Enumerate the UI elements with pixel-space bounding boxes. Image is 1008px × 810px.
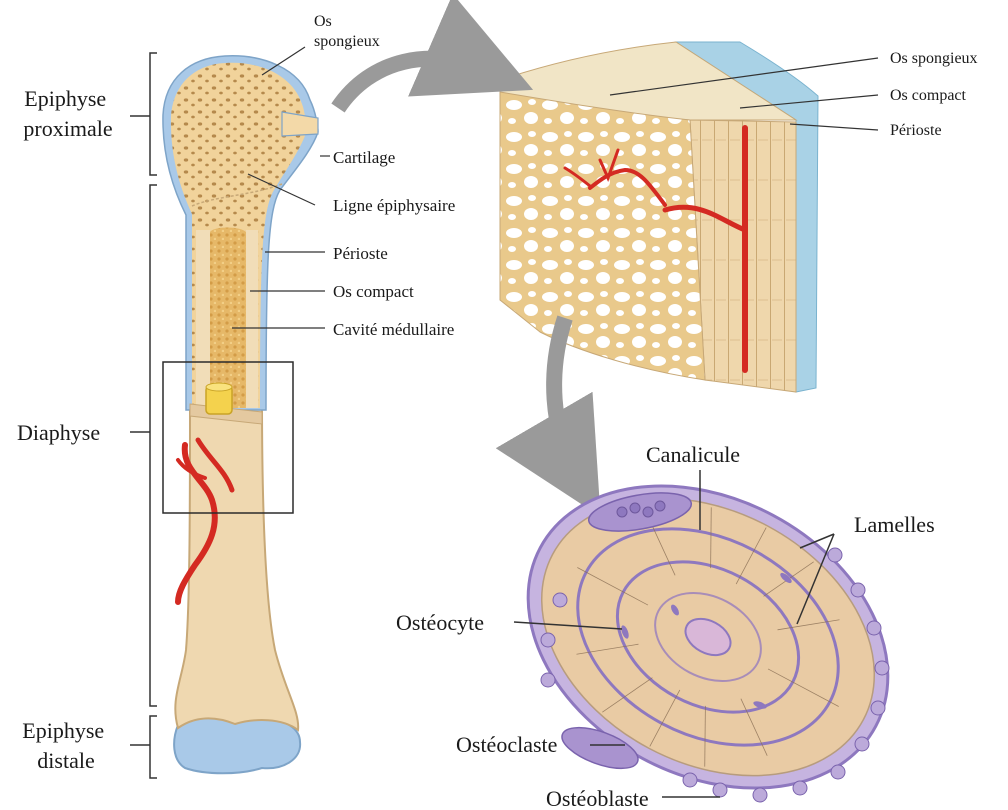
arrow-to-section [338, 59, 492, 108]
lamelles-label: Lamelles [854, 512, 935, 537]
os-spongieux-label: Os spongieux [314, 13, 380, 50]
section-perioste-label: Périoste [890, 122, 942, 139]
region-brackets [130, 53, 157, 778]
cartilage-label: Cartilage [333, 148, 395, 167]
osteocyte-label: Ostéocyte [396, 610, 484, 635]
os-compact-label: Os compact [333, 282, 414, 301]
bone-section-illustration [500, 42, 818, 392]
diaphyse-label: Diaphyse [17, 420, 100, 445]
compact-bone-wall [246, 230, 258, 408]
perioste-label: Périoste [333, 244, 388, 263]
compact-bone-wall [196, 230, 210, 408]
epiphyse-proximale-label: Epiphyse proximale [23, 86, 112, 141]
canalicule-label: Canalicule [646, 442, 740, 467]
osteoblaste-label: Ostéoblaste [546, 786, 649, 810]
section-os-spongieux-label: Os spongieux [890, 50, 978, 67]
ligne-epiphysaire-label: Ligne épiphysaire [333, 196, 455, 215]
section-spongy-face [500, 92, 705, 380]
epiphyse-distale-label: Epiphyse distale [22, 718, 109, 773]
cavite-medullaire-label: Cavité médullaire [333, 320, 454, 339]
medullary-cavity [210, 228, 246, 409]
section-os-compact-label: Os compact [890, 87, 967, 104]
osteoclaste-label: Ostéoclaste [456, 732, 557, 757]
long-bone-illustration [163, 56, 318, 773]
